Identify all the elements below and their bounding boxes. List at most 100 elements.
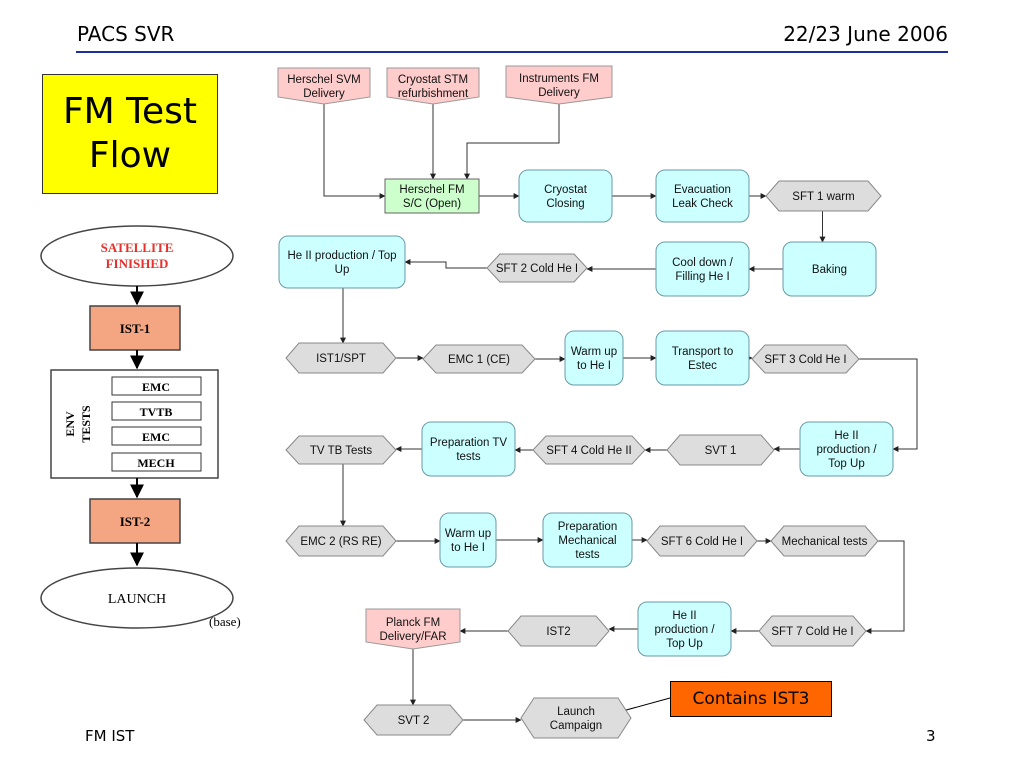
flow-node-label-cool-1: Filling He I [675,271,729,283]
ist2-label: IST-2 [120,514,151,529]
flow-node-label-svt1-0: SVT 1 [705,445,737,457]
env-test-tvtb-box [111,401,202,421]
callout-contains-ist3: Contains IST3 [670,681,832,717]
flow-edge-2 [464,103,560,180]
launch-ellipse [40,567,234,629]
flow-node-shape-hfm [384,178,480,214]
flow-node-shape-sft2 [486,253,588,283]
flow-node-label-emc1-0: EMC 1 (CE) [448,354,510,366]
flow-node-ifm: Instruments FM Delivery [505,65,613,105]
flow-node-sft4: SFT 4 Cold He II [532,435,646,465]
flow-node-shape-svm [277,67,371,105]
flow-node-shape-svt1 [666,434,775,466]
flow-node-label-emc2-0: EMC 2 (RS RE) [300,536,381,548]
flow-node-shape-he2 [799,421,894,477]
flow-node-label-pmt-1: Mechanical [558,535,616,547]
flow-node-ist2: IST2 [507,615,610,647]
flow-node-label-stm-1: refurbishment [398,88,469,100]
flow-node-shape-tre [655,330,750,386]
flow-node-shape-ptv [421,421,516,477]
flow-node-shape-ist1 [285,342,397,374]
flow-node-label-bak-0: Baking [812,264,847,276]
flow-node-shape-bak [782,241,877,297]
env-label-1: ENV [63,411,77,437]
satellite-label-1: SATELLITE [101,240,174,255]
flow-edge-15 [859,358,918,452]
env-test-emc-1: EMC [142,380,170,394]
flow-node-label-ifm-1: Delivery [538,87,580,99]
flow-node-label-he3-2: Top Up [666,638,702,650]
flow-node-svt2: SVT 2 [363,704,464,736]
flow-node-cool: Cool down / Filling He I [655,241,750,297]
flow-node-label-ptv-1: tests [456,451,481,463]
flow-node-ist1: IST1/SPT [285,342,397,374]
flow-node-shape-cc [518,169,613,223]
flow-node-shape-pmt [542,512,633,568]
flow-node-label-launch-0: Launch [557,706,595,718]
ist1-box [89,305,181,351]
flow-edge-25 [865,540,905,634]
flow-edge-9 [404,259,487,269]
env-label-2: TESTS [79,405,93,443]
flow-node-label-svt2-0: SVT 2 [398,715,430,727]
flow-node-label-cool-0: Cool down / [672,257,734,269]
page-number: 3 [926,727,936,745]
flow-node-shape-cool [655,241,750,297]
flow-node-shape-mech [770,525,879,557]
flow-node-label-ifm-0: Instruments FM [519,73,599,85]
flow-node-shape-sft6 [646,525,758,557]
flow-node-label-launch-1: Campaign [550,720,602,732]
flow-node-shape-planck [365,608,461,650]
flow-node-shape-ist2 [507,615,610,647]
flow-node-shape-emc1 [422,344,536,374]
flow-node-shape-he1 [278,235,406,289]
header-right: 22/23 June 2006 [783,22,948,46]
flow-node-emc1: EMC 1 (CE) [422,344,536,374]
flow-node-label-mech-0: Mechanical tests [782,536,868,548]
flow-node-label-sft4-0: SFT 4 Cold He II [546,445,631,457]
base-label: (base) [209,614,241,629]
flow-node-shape-wu1 [564,330,624,386]
flow-node-svt1: SVT 1 [666,434,775,466]
flow-node-label-wu1-0: Warm up [571,346,617,358]
env-test-emc-2-box [111,426,202,446]
flow-node-label-tre-1: Estec [688,360,717,372]
env-test-emc-2: EMC [142,430,170,444]
env-test-mech: MECH [137,456,175,470]
flow-node-shape-sft1 [765,180,882,212]
flow-node-label-stm-0: Cryostat STM [398,74,468,86]
flow-node-label-he2-1: production / [816,444,877,456]
flow-node-label-he3-0: He II [672,610,696,622]
flow-node-label-sft2-0: SFT 2 Cold He I [496,263,578,275]
flow-node-label-pmt-2: tests [575,549,600,561]
flow-node-shape-ifm [505,65,613,105]
flow-node-label-hfm-1: S/C (Open) [403,198,461,210]
flow-node-shape-sft7 [758,615,867,647]
flow-node-label-svm-1: Delivery [303,88,345,100]
flow-node-label-wu2-1: to He I [451,542,485,554]
flow-node-label-he2-0: He II [834,430,858,442]
flow-node-shape-launch [520,697,632,739]
flow-node-label-he3-1: production / [654,624,715,636]
flow-node-label-sft7-0: SFT 7 Cold He I [771,626,853,638]
flow-node-mech: Mechanical tests [770,525,879,557]
flow-node-shape-stm [386,67,480,105]
flow-node-he3: He II production / Top Up [637,601,732,657]
flow-node-shape-sft4 [532,435,646,465]
flow-node-label-cc-1: Closing [546,198,584,210]
flow-node-label-elc-0: Evacuation [674,184,731,196]
footer-left: FM IST [85,727,135,745]
header-left: PACS SVR [77,22,175,46]
flow-node-sft1: SFT 1 warm [765,180,882,212]
